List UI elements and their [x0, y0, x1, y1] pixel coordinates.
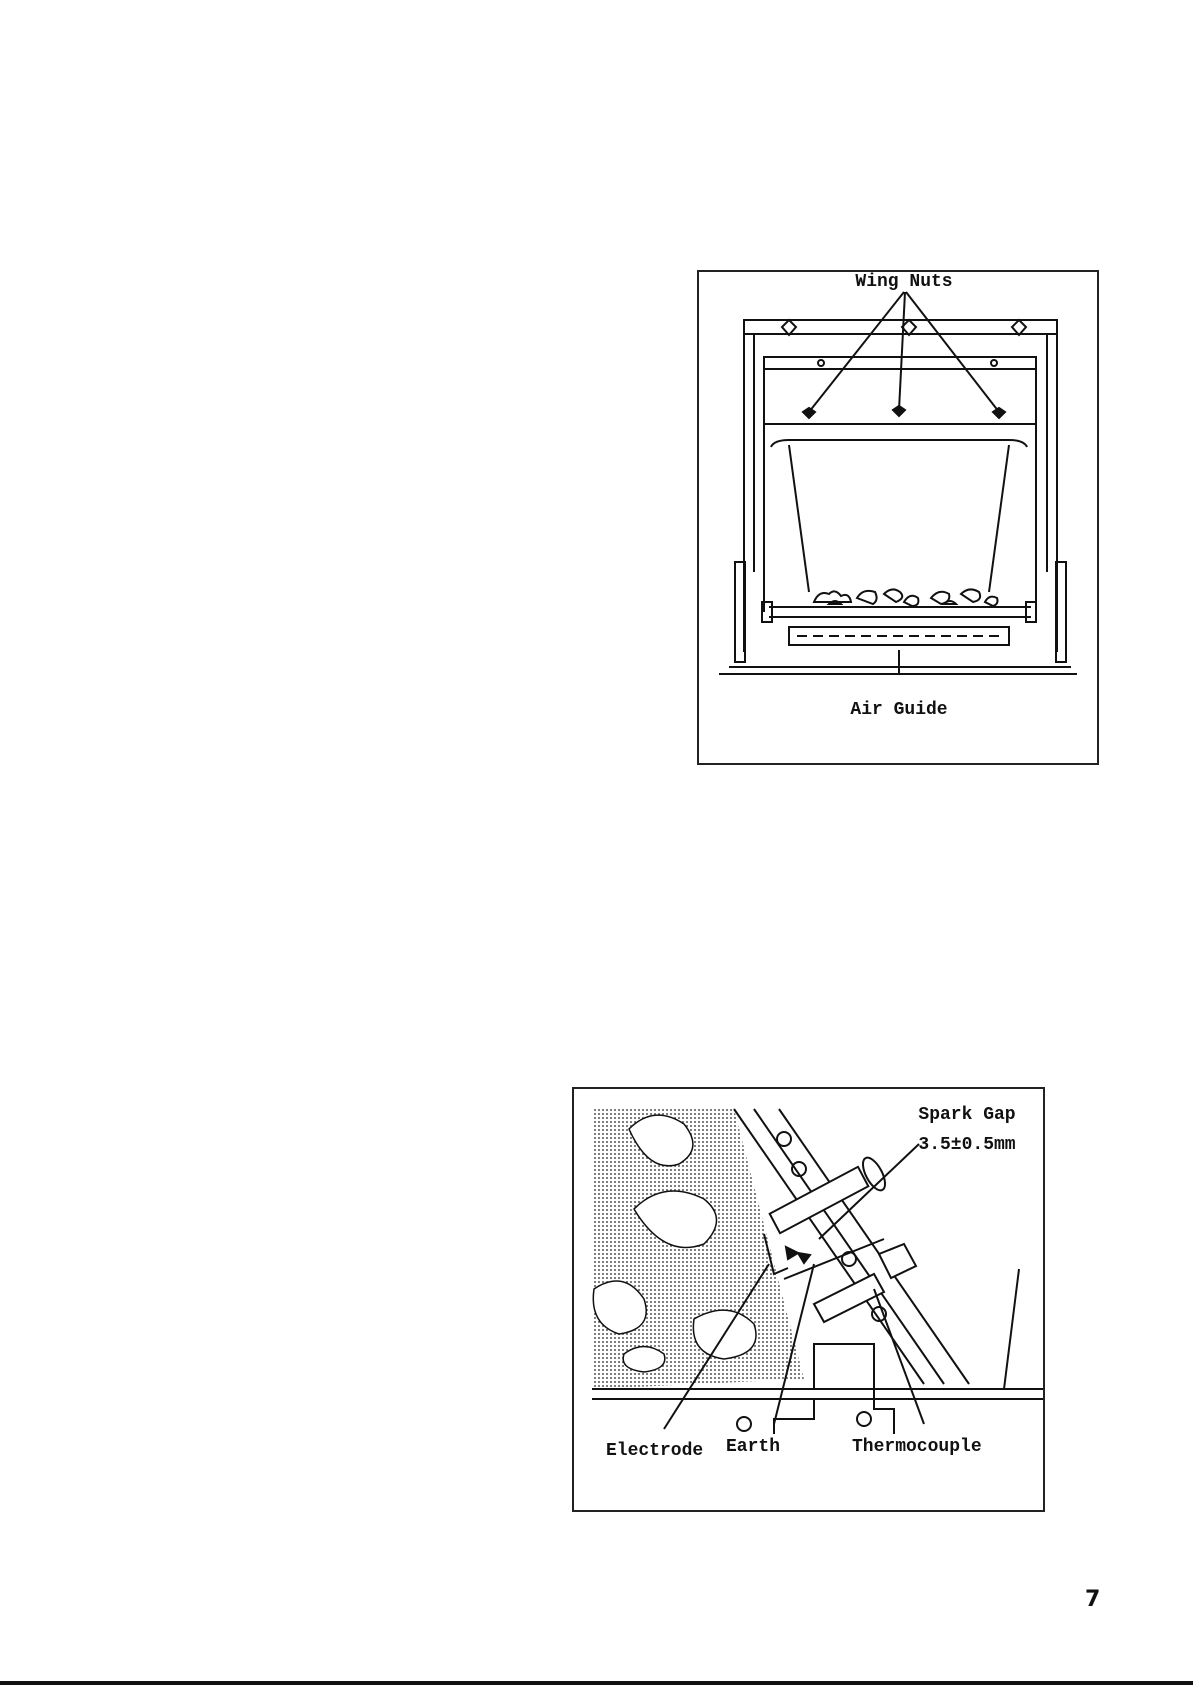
thermocouple-label: Thermocouple: [852, 1437, 982, 1457]
spark-gap-value-label: 3.5±0.5mm: [918, 1135, 1015, 1155]
page-number: 7: [1085, 1587, 1115, 1612]
spark-gap-figure: Spark Gap 3.5±0.5mm Electrode Earth Ther…: [572, 1087, 1045, 1512]
pilot-assembly-drawing: Spark Gap 3.5±0.5mm Electrode Earth Ther…: [574, 1089, 1043, 1510]
spark-gap-label: Spark Gap: [918, 1105, 1015, 1125]
electrode-label: Electrode: [606, 1441, 703, 1461]
wing-nuts-label: Wing Nuts: [855, 272, 952, 292]
wing-nuts-figure: Wing Nuts Air Guide: [697, 270, 1099, 765]
fire-front-drawing: Wing Nuts Air Guide: [699, 272, 1097, 763]
bottom-rule: [0, 1681, 1193, 1685]
air-guide-label: Air Guide: [850, 700, 947, 720]
earth-label: Earth: [726, 1437, 780, 1457]
